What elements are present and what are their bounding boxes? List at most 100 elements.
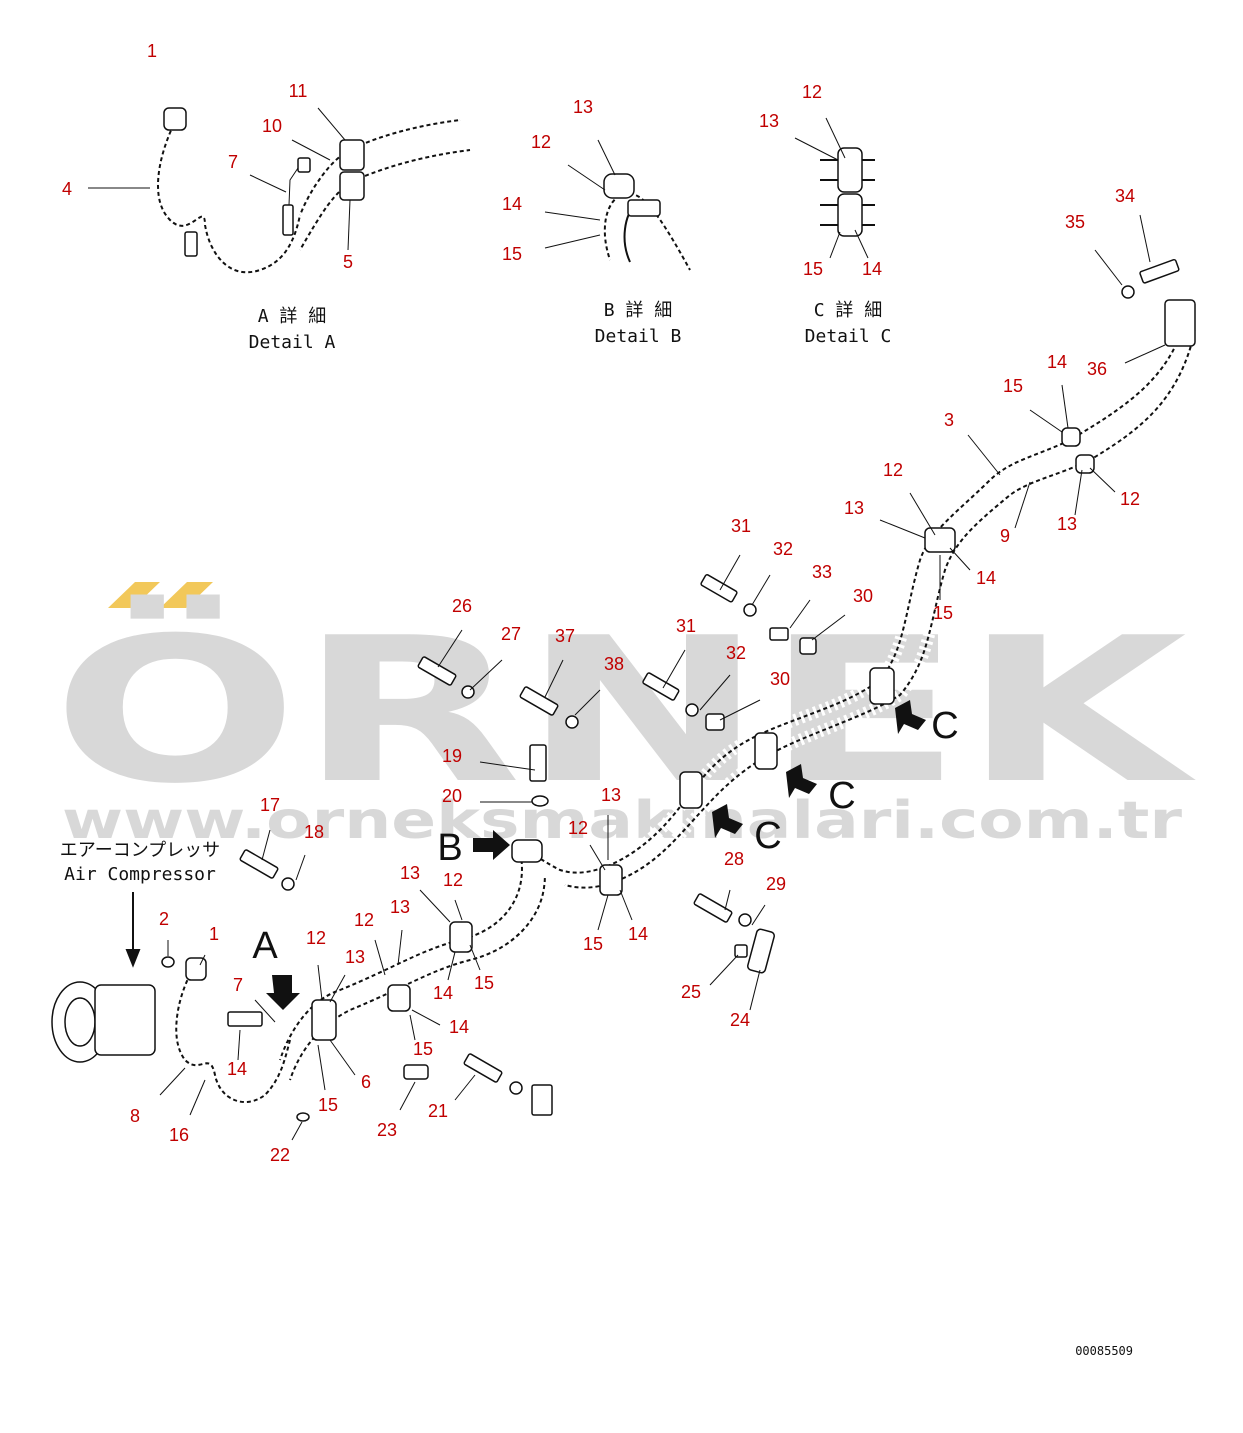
- callout-number: 15: [803, 259, 823, 279]
- caption-detail-c-jp: C 詳 細: [814, 300, 883, 321]
- callout-number: 14: [862, 259, 882, 279]
- watermark-url: www.orneksmakinalari.com.tr: [62, 791, 1182, 851]
- callout-number: 2: [159, 909, 169, 929]
- leader-line: [567, 164, 606, 191]
- leader-line: [751, 574, 771, 606]
- callout-number: 13: [759, 111, 779, 131]
- callout-number: 11: [289, 81, 308, 101]
- callout-number: 6: [361, 1072, 371, 1092]
- leader-line: [347, 199, 351, 251]
- callout-number: 14: [628, 924, 648, 944]
- callout-number: 12: [306, 928, 326, 948]
- callout-number: 15: [1003, 376, 1023, 396]
- leader-line: [719, 699, 761, 721]
- callout-number: 7: [228, 152, 238, 172]
- callout-number: 31: [676, 616, 696, 636]
- callout-number: 12: [531, 132, 551, 152]
- callout-number: 20: [442, 786, 462, 806]
- leader-line: [749, 969, 761, 1011]
- callout-number: 7: [233, 975, 243, 995]
- leader-line: [811, 614, 846, 641]
- detail-c-drawing: [820, 147, 875, 237]
- leader-line: [574, 689, 601, 716]
- callout-number: 30: [770, 669, 790, 689]
- callout-number: 15: [318, 1095, 338, 1115]
- callout-number: 34: [1115, 186, 1135, 206]
- watermark-accent-right: [160, 582, 213, 608]
- callout-number: 8: [130, 1106, 140, 1126]
- callout-number: 12: [443, 870, 463, 890]
- leader-line: [794, 137, 839, 161]
- callout-number: 12: [568, 818, 588, 838]
- callout-number: 4: [62, 179, 72, 199]
- callout-number: 25: [681, 982, 701, 1002]
- callout-number: 32: [726, 643, 746, 663]
- caption-compressor-en: Air Compressor: [64, 864, 216, 885]
- arrow-a-label: A: [252, 925, 278, 967]
- leader-line: [409, 1014, 416, 1041]
- leader-line: [709, 954, 739, 986]
- callout-number: 9: [1000, 526, 1010, 546]
- leader-line: [1124, 344, 1166, 364]
- caption-detail-b-jp: B 詳 細: [604, 300, 673, 321]
- leader-line: [829, 231, 841, 259]
- callout-number: 15: [933, 603, 953, 623]
- leader-line: [1094, 249, 1123, 286]
- arrow-c1-label: C: [931, 705, 958, 747]
- callout-number: 24: [730, 1010, 750, 1030]
- leader-line: [589, 844, 606, 871]
- callout-number: 14: [1047, 352, 1067, 372]
- leader-line: [419, 889, 451, 923]
- leader-line: [909, 492, 936, 536]
- leader-line: [1014, 481, 1031, 529]
- leader-line: [597, 894, 609, 931]
- leader-line: [1139, 214, 1151, 263]
- callout-number: 13: [601, 785, 621, 805]
- callout-number: 23: [377, 1120, 397, 1140]
- leader-line: [291, 139, 331, 161]
- leader-line: [879, 519, 926, 539]
- leader-line: [454, 899, 463, 921]
- leader-line: [397, 929, 403, 966]
- main-hose-routing: [51, 258, 1201, 1122]
- leader-line: [789, 599, 811, 629]
- callout-number: 13: [390, 897, 410, 917]
- caption-detail-a-jp: A 詳 細: [258, 306, 327, 327]
- leader-line: [454, 1074, 476, 1101]
- caption-detail-c-en: Detail C: [805, 326, 892, 347]
- caption-detail-a-en: Detail A: [249, 332, 336, 353]
- leader-line: [1074, 469, 1083, 516]
- callout-number: 3: [944, 410, 954, 430]
- arrow-a: [266, 975, 300, 1010]
- callout-number: 28: [724, 849, 744, 869]
- callout-number: 18: [304, 822, 324, 842]
- arrow-c3: [712, 804, 743, 838]
- leader-line: [199, 954, 206, 966]
- caption-compressor-jp: エアーコンプレッサ: [60, 840, 220, 861]
- callout-number: 29: [766, 874, 786, 894]
- callout-number: 33: [812, 562, 832, 582]
- drawing-code: 00085509: [1075, 1344, 1133, 1358]
- callout-number: 35: [1065, 212, 1085, 232]
- watermark-accent-left: [108, 582, 160, 608]
- leader-line: [317, 1044, 326, 1091]
- callout-number: 12: [354, 910, 374, 930]
- leader-line: [261, 829, 271, 861]
- callout-number: 15: [502, 244, 522, 264]
- leader-line: [724, 889, 731, 911]
- callout-number: 27: [501, 624, 521, 644]
- callout-number: 16: [169, 1125, 189, 1145]
- leader-line: [469, 659, 503, 691]
- leader-line: [825, 117, 846, 159]
- callout-number: 15: [474, 973, 494, 993]
- leader-line: [544, 211, 601, 221]
- callout-number: 12: [1120, 489, 1140, 509]
- callout-number: 13: [844, 498, 864, 518]
- leader-line: [544, 659, 564, 698]
- leader-line: [329, 1039, 356, 1076]
- leader-line: [249, 174, 287, 193]
- callout-number: 37: [555, 626, 575, 646]
